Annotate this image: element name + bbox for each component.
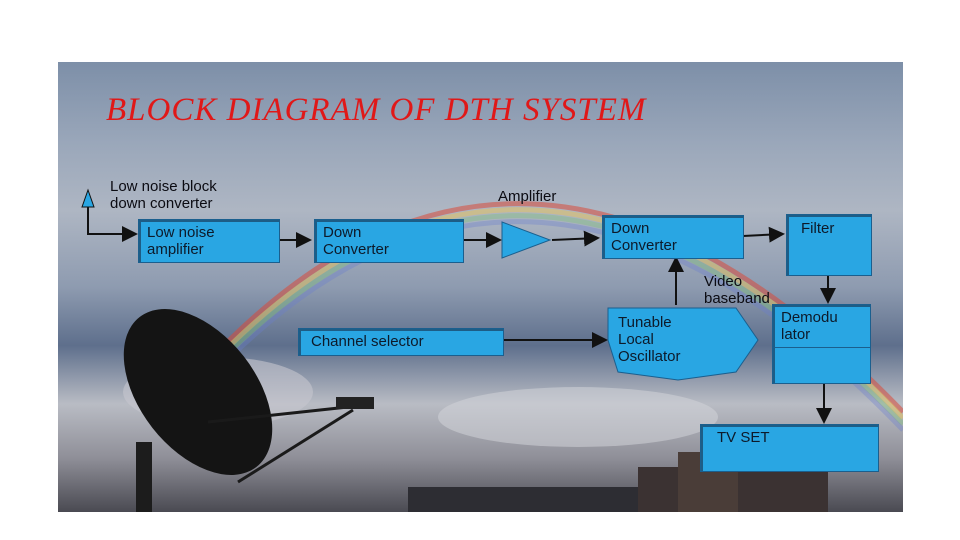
lnb-label: Low noise block down converter [110, 178, 217, 212]
tv-set-label: TV SET [717, 429, 770, 446]
tunable-oscillator-label: Tunable Local Oscillator [618, 314, 681, 365]
oscillator-shape [607, 307, 759, 381]
down-converter-2-label: Down Converter [611, 220, 677, 254]
filter-label: Filter [801, 220, 835, 237]
tv-set-block: TV SET [700, 424, 879, 472]
filter-block: Filter [786, 214, 872, 276]
lna-label: Low noise amplifier [147, 224, 215, 258]
down-converter-2-block: Down Converter [602, 215, 744, 259]
demodulator-block: Demodu lator [772, 304, 871, 384]
connection-lines [81, 188, 836, 424]
buildings [408, 487, 638, 512]
arrow-lnb-to-lna [87, 207, 138, 242]
down-converter-1-block: Down Converter [314, 219, 464, 263]
down-converter-1-label: Down Converter [323, 224, 389, 258]
diagram-slide: BLOCK DIAGRAM OF DTH SYSTEM Low noise bl… [58, 62, 903, 512]
cloud [438, 387, 718, 447]
lna-block: Low noise amplifier [138, 219, 280, 263]
amplifier-label: Amplifier [498, 188, 557, 205]
channel-selector-label: Channel selector [311, 333, 424, 350]
satellite-dish-icon [123, 309, 374, 512]
arrow-amplifier-to-converter [551, 230, 600, 247]
channel-selector-block: Channel selector [298, 328, 504, 356]
page-title: BLOCK DIAGRAM OF DTH SYSTEM [106, 92, 647, 128]
demodulator-label: Demodu lator [781, 309, 838, 343]
arrow-converter-to-filter [742, 226, 785, 243]
video-baseband-label: Video baseband [704, 273, 770, 307]
antenna-arrow-icon [81, 188, 95, 208]
amplifier-triangle [501, 221, 552, 259]
demodulator-divider [773, 347, 870, 348]
